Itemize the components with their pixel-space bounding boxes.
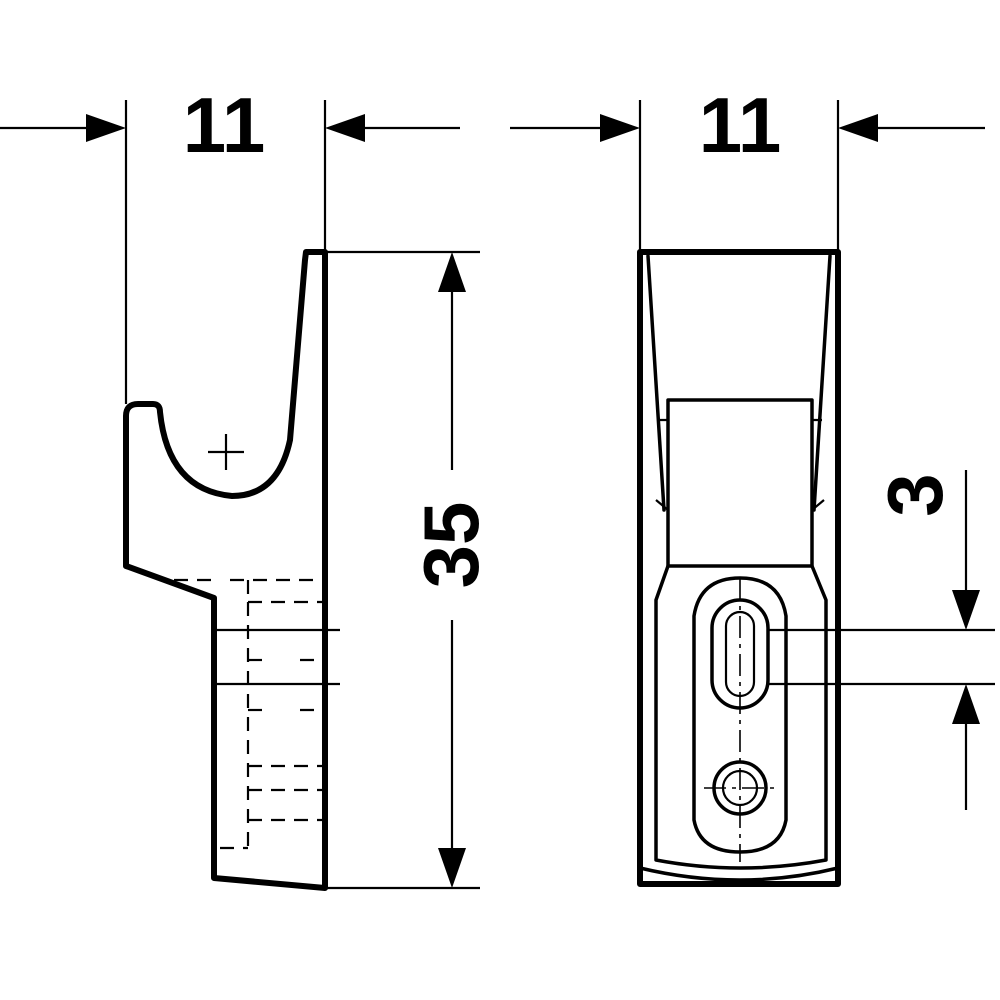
side-view-outline <box>123 249 328 891</box>
front-lower-plate <box>654 564 828 870</box>
center-mark <box>208 434 244 470</box>
side-width-dimension: 11 <box>0 81 460 169</box>
height-dimension: 35 <box>325 250 495 890</box>
front-top-taper <box>646 254 832 512</box>
front-inner-window <box>666 398 814 568</box>
side-width-label: 11 <box>183 81 265 169</box>
slot-offset-label: 3 <box>871 473 959 516</box>
front-width-dimension: 11 <box>510 81 985 252</box>
front-view <box>637 249 841 887</box>
side-view <box>123 100 340 891</box>
slot-offset-dimension: 3 <box>768 470 995 810</box>
hidden-screw-lines <box>174 578 340 850</box>
front-inner-shading <box>655 418 825 511</box>
front-view-outline <box>637 249 841 887</box>
front-bottom-curve <box>638 866 840 882</box>
front-width-label: 11 <box>699 81 781 169</box>
height-label: 35 <box>407 502 495 589</box>
